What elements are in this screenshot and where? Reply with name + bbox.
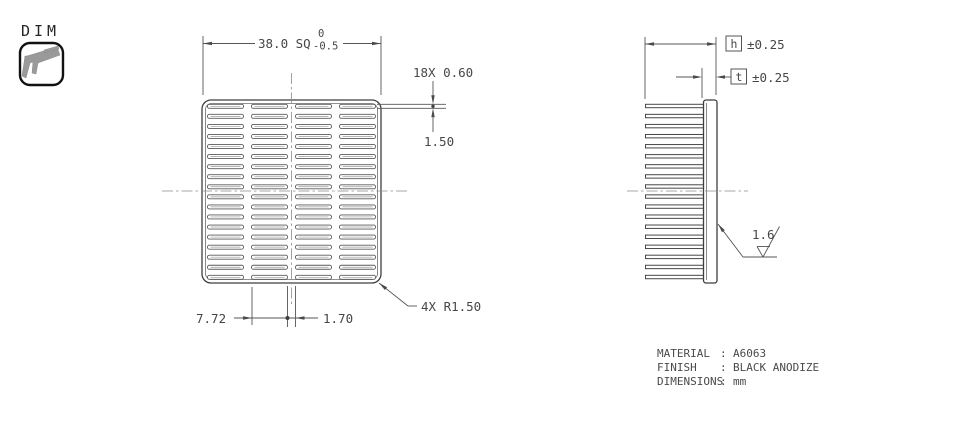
fin (645, 154, 705, 159)
note-material-sep: : (720, 347, 727, 360)
fin (645, 274, 705, 280)
side-view: h ±0.25 t ±0.25 1.6 (627, 35, 790, 284)
fin (645, 113, 705, 119)
dim-height: h ±0.25 (644, 35, 785, 99)
dim-width-text: 38.0 SQ (258, 36, 311, 51)
caliper-icon-detail (43, 45, 60, 54)
fin (645, 234, 705, 239)
top-view: 38.0 SQ 0 -0.5 18X 0.60 1.50 7.72 (162, 28, 481, 327)
fin-stack (645, 103, 705, 280)
slot-grid (207, 103, 376, 280)
dim-fin-count-text: 18X 0.60 (413, 65, 473, 80)
fin (645, 174, 705, 179)
fin (645, 264, 705, 270)
dim-corner-radius-text: 4X R1.50 (421, 299, 481, 314)
note-dimensions-value: mm (733, 375, 747, 388)
fin (645, 144, 705, 149)
fin (645, 224, 705, 229)
note-finish-label: FINISH (657, 361, 697, 374)
note-dimensions-label: DIMENSIONS (657, 375, 723, 388)
dim-badge: DIM (18, 22, 65, 87)
dim-badge-label: DIM (21, 22, 60, 40)
dim-thickness: t ±0.25 (676, 68, 790, 98)
dim-fin-callout: 18X 0.60 1.50 (377, 65, 473, 149)
surface-finish-value: 1.6 (752, 227, 775, 242)
fin (645, 254, 705, 260)
fin (645, 164, 705, 169)
dim-thickness-tol: ±0.25 (752, 70, 790, 85)
dim-slot-length-text: 7.72 (196, 311, 226, 326)
surface-finish-callout: 1.6 (717, 223, 780, 258)
note-finish-value: BLACK ANODIZE (733, 361, 819, 374)
dim-corner-radius: 4X R1.50 (378, 282, 481, 314)
note-material-label: MATERIAL (657, 347, 710, 360)
notes-block: MATERIAL : A6063 FINISH : BLACK ANODIZE … (657, 347, 819, 388)
note-finish-sep: : (720, 361, 727, 374)
fin (645, 204, 705, 209)
dim-height-tol: ±0.25 (747, 37, 785, 52)
fin (645, 184, 705, 189)
fin (645, 123, 705, 129)
note-dimensions-sep: : (720, 375, 727, 388)
base-plate (702, 99, 718, 284)
caliper-icon (21, 46, 61, 79)
fin (645, 244, 705, 250)
dim-width-tol-lower: -0.5 (313, 41, 338, 53)
fin (645, 103, 705, 109)
fin (645, 194, 705, 199)
note-material-value: A6063 (733, 347, 766, 360)
dim-width: 38.0 SQ 0 -0.5 (202, 28, 382, 95)
dim-height-symbol: h (731, 37, 738, 51)
dim-center-gap-text: 1.70 (323, 311, 353, 326)
fin (645, 214, 705, 219)
dim-fin-pitch-text: 1.50 (424, 134, 454, 149)
fin (645, 133, 705, 139)
dim-bottom: 7.72 1.70 (196, 286, 353, 327)
dim-icon-button[interactable] (18, 41, 65, 87)
dim-thickness-symbol: t (736, 70, 743, 84)
dim-width-tol-upper: 0 (318, 28, 324, 40)
